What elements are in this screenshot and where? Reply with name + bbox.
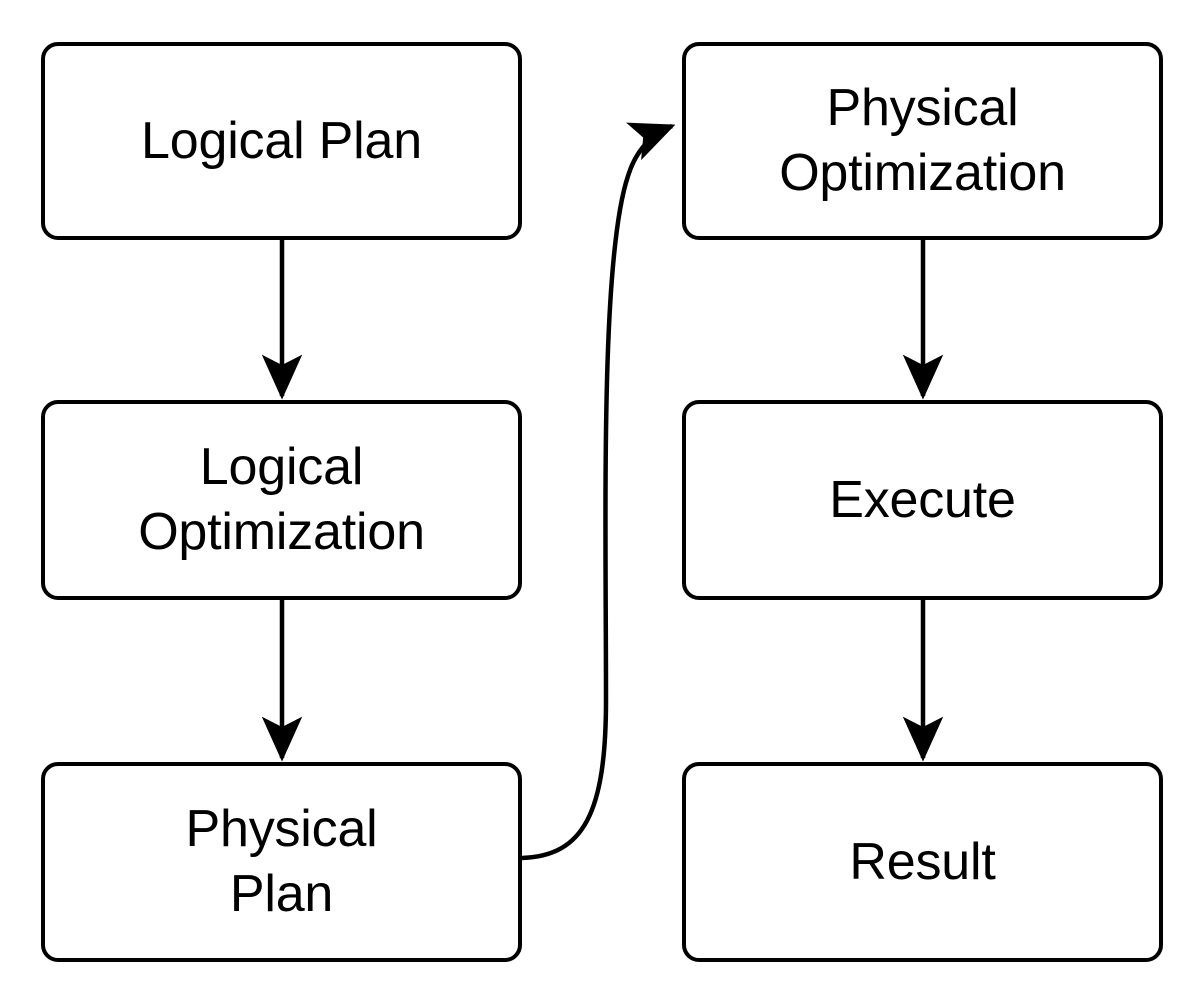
node-logical-optimization[interactable]: Logical Optimization bbox=[41, 400, 522, 600]
node-logical-plan[interactable]: Logical Plan bbox=[41, 42, 522, 240]
node-execute[interactable]: Execute bbox=[682, 400, 1163, 600]
node-physical-optimization[interactable]: Physical Optimization bbox=[682, 42, 1163, 240]
node-physical-optimization-label: Physical Optimization bbox=[779, 79, 1066, 202]
node-physical-plan[interactable]: Physical Plan bbox=[41, 762, 522, 962]
node-logical-plan-label: Logical Plan bbox=[141, 111, 422, 170]
node-result-label: Result bbox=[849, 832, 996, 891]
node-logical-optimization-label: Logical Optimization bbox=[138, 438, 425, 561]
node-execute-label: Execute bbox=[829, 470, 1016, 529]
node-physical-plan-label: Physical Plan bbox=[185, 800, 378, 923]
node-result[interactable]: Result bbox=[682, 762, 1163, 962]
edge-physical-plan-to-physical-optimization bbox=[521, 122, 676, 861]
